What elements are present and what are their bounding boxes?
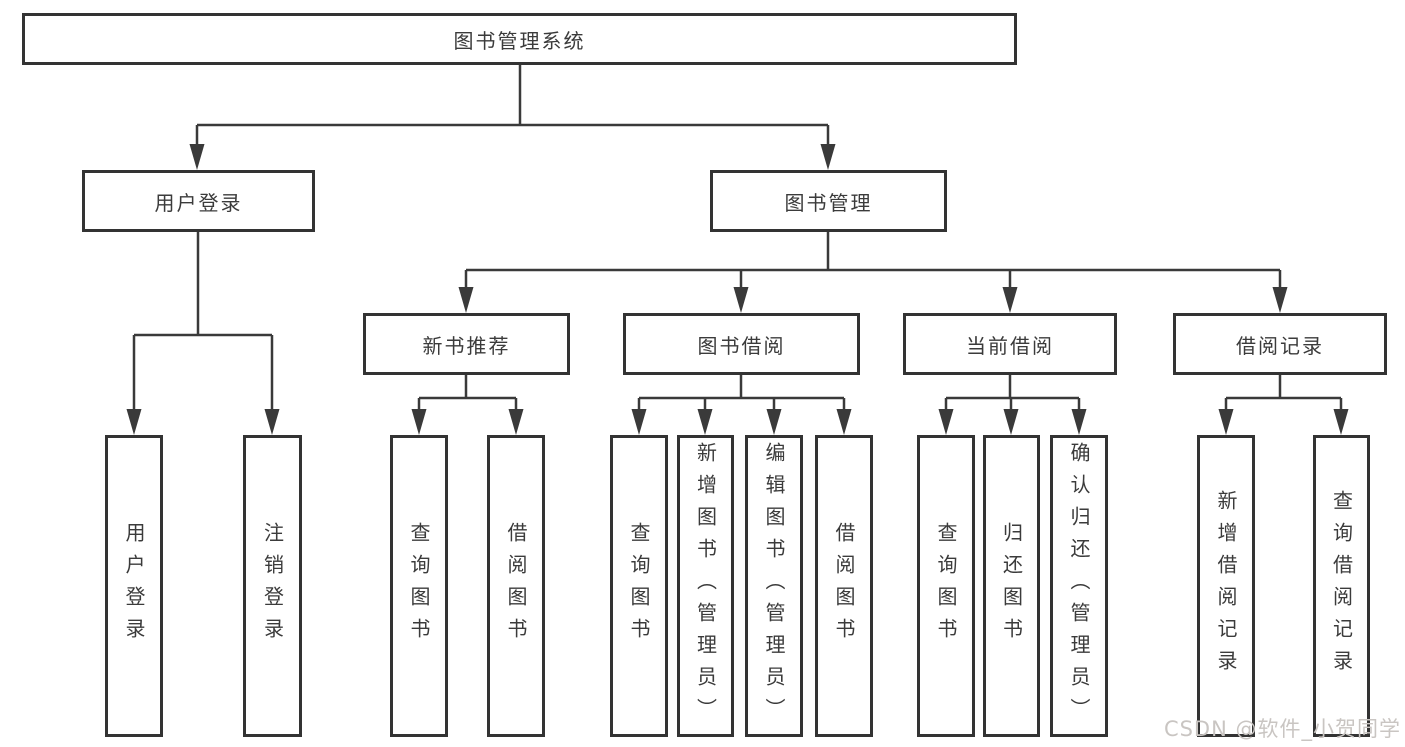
watermark: CSDN @软件_小贺同学: [1163, 717, 1401, 741]
leaf-edit-books-admin: 编辑图书（管理员）: [745, 435, 803, 737]
leaf-add-books-admin: 新增图书（管理员）: [677, 435, 734, 737]
leaf-borrow-books-1: 借阅图书: [487, 435, 545, 737]
node-book-borrowing: 图书借阅: [623, 313, 860, 375]
node-borrowing-records: 借阅记录: [1173, 313, 1387, 375]
leaf-borrow-books-2: 借阅图书: [815, 435, 873, 737]
node-current-borrowing: 当前借阅: [903, 313, 1117, 375]
leaf-logout: 注销登录: [243, 435, 302, 737]
node-book-management: 图书管理: [710, 170, 947, 232]
node-user-login: 用户登录: [82, 170, 315, 232]
node-root: 图书管理系统: [22, 13, 1017, 65]
leaf-add-borrow-record: 新增借阅记录: [1197, 435, 1255, 737]
node-new-book-recommend: 新书推荐: [363, 313, 570, 375]
leaf-query-books-2: 查询图书: [610, 435, 668, 737]
leaf-query-books-3: 查询图书: [917, 435, 975, 737]
leaf-user-login: 用户登录: [105, 435, 163, 737]
leaf-query-books-1: 查询图书: [390, 435, 448, 737]
leaf-query-borrow-record: 查询借阅记录: [1313, 435, 1370, 737]
leaf-confirm-return-admin: 确认归还（管理员）: [1050, 435, 1108, 737]
leaf-return-books: 归还图书: [983, 435, 1040, 737]
